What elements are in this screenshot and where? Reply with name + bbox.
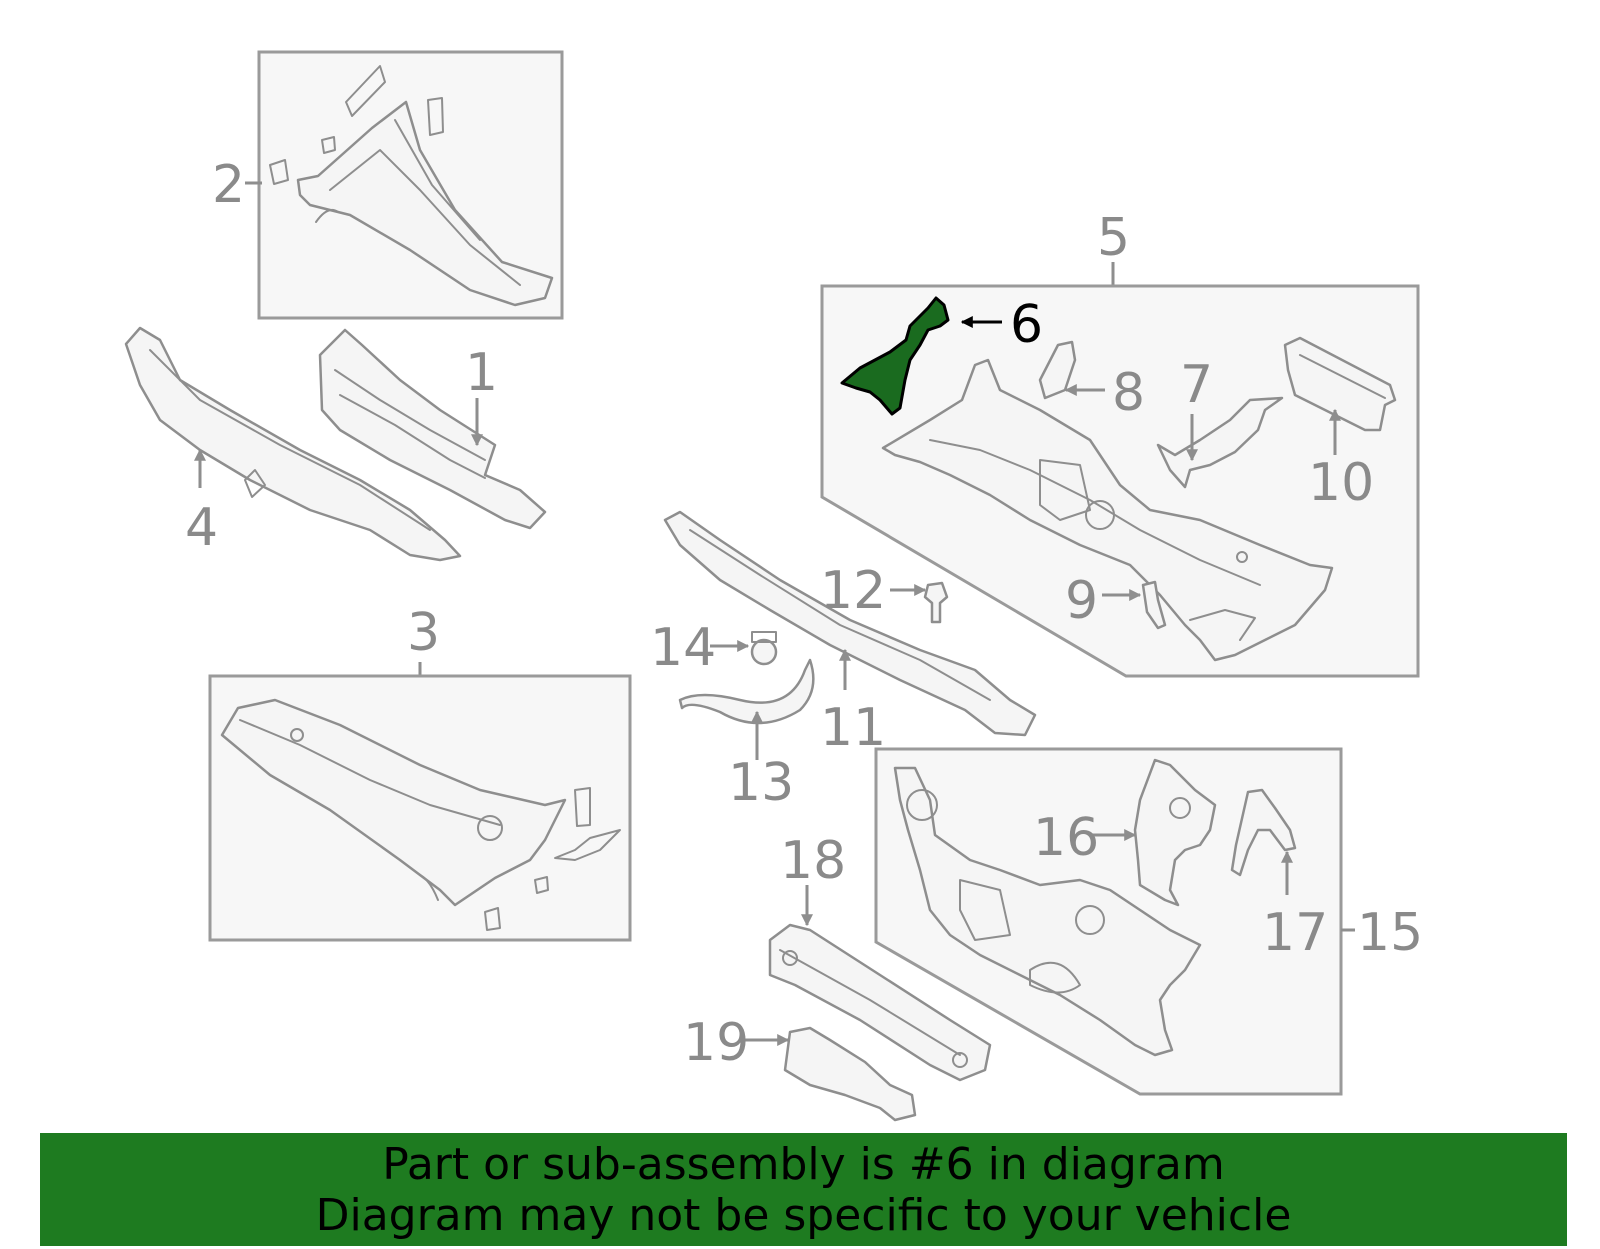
part-3-group[interactable]: 3 (208, 603, 632, 942)
part-18-shape (768, 923, 992, 1082)
callout-16: 16 (1033, 808, 1099, 868)
part-15-shape (893, 766, 1202, 1057)
callout-2: 2 (212, 155, 245, 215)
part-17-shape (1230, 788, 1297, 877)
part-3-shape (220, 698, 567, 907)
banner-background (40, 1133, 1567, 1246)
callout-13: 13 (728, 753, 794, 813)
part-6-highlight[interactable] (840, 296, 950, 416)
info-banner: Part or sub-assembly is #6 in diagram Di… (40, 1133, 1567, 1246)
part-11-shape (663, 510, 1037, 737)
part-9-shape (1141, 580, 1167, 630)
part-4-group[interactable]: 4 (124, 326, 462, 562)
part-5-group[interactable]: 5 6 8 7 10 9 (820, 208, 1420, 678)
part-12-shape (923, 581, 949, 624)
callout-5: 5 (1097, 208, 1130, 268)
part-19-shape (783, 1026, 917, 1122)
callout-15: 15 (1357, 903, 1423, 963)
callout-17: 17 (1262, 903, 1328, 963)
callout-6: 6 (1010, 295, 1043, 355)
part-13-group[interactable]: 13 (678, 658, 815, 813)
callout-8: 8 (1112, 363, 1145, 423)
part-14-shape (750, 638, 778, 666)
part-19-group[interactable]: 19 (683, 1013, 917, 1122)
part-16-shape (1133, 758, 1217, 907)
part-13-shape (678, 658, 815, 725)
part-2-group[interactable]: 2 (212, 50, 564, 320)
part-7-shape (1156, 396, 1284, 489)
banner-line-2: Diagram may not be specific to your vehi… (315, 1189, 1292, 1241)
part-15-group[interactable]: 15 16 17 (874, 747, 1423, 1096)
callout-19: 19 (683, 1013, 749, 1073)
callout-9: 9 (1065, 571, 1098, 631)
callout-1: 1 (465, 343, 498, 403)
callout-12: 12 (820, 561, 886, 621)
part-12-group[interactable]: 12 (820, 561, 949, 624)
callout-18: 18 (780, 831, 846, 891)
callout-7: 7 (1180, 355, 1213, 415)
part-1-group[interactable]: 1 (318, 328, 547, 530)
part-18-group[interactable]: 18 (768, 831, 992, 1082)
callout-10: 10 (1308, 453, 1374, 513)
banner-line-1: Part or sub-assembly is #6 in diagram (382, 1138, 1225, 1190)
part-1-shape (318, 328, 547, 530)
callout-14: 14 (650, 618, 716, 678)
callout-3: 3 (407, 603, 440, 663)
callout-4: 4 (185, 498, 218, 558)
part-14-group[interactable]: 14 (650, 618, 778, 678)
